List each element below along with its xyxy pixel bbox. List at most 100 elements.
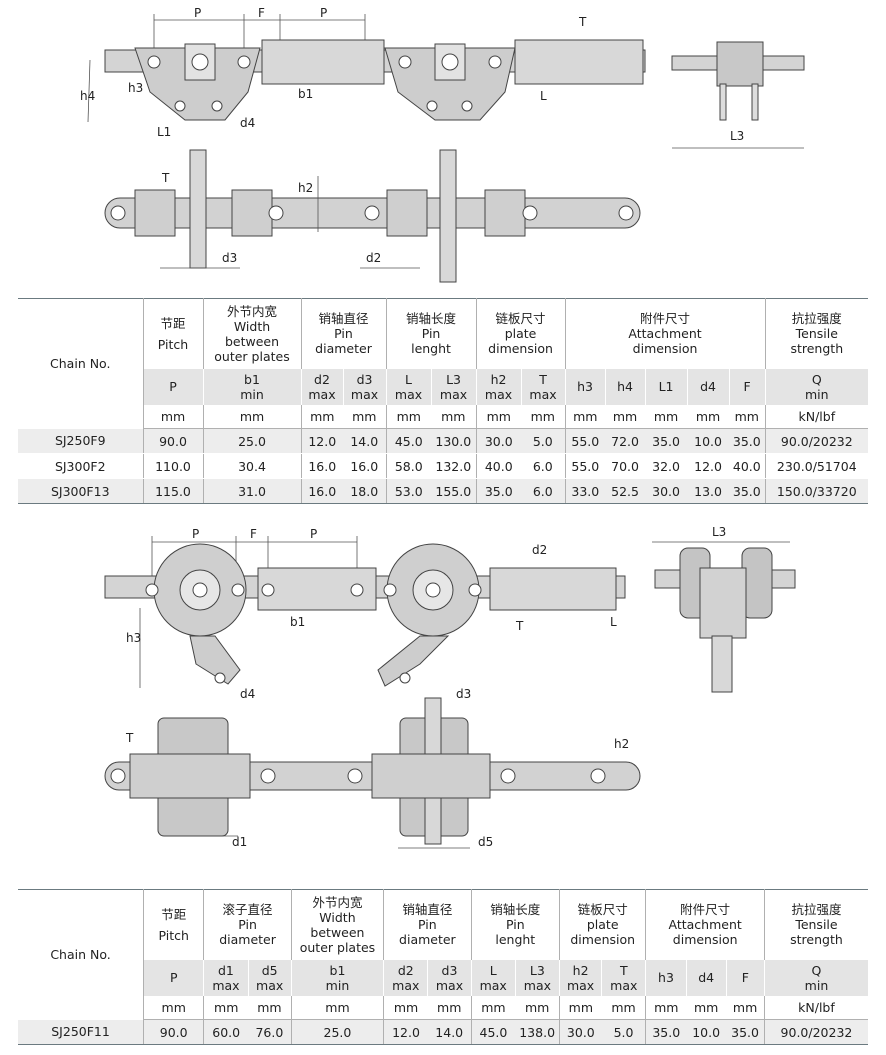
dim-label-p2: P <box>310 527 317 541</box>
table-cell: 16.0 <box>343 453 387 479</box>
table-cell: 35.0 <box>726 1019 765 1045</box>
table-cell: 30.4 <box>202 453 301 479</box>
table-cell: 132.0 <box>431 453 477 479</box>
unit-cell: mm <box>143 995 204 1020</box>
dim-label-d4: d4 <box>240 116 255 130</box>
dim-label-h3: h3 <box>126 631 141 645</box>
dim-label-h2: h2 <box>298 181 313 195</box>
unit-cell: mm <box>564 404 606 429</box>
table-cell: 14.0 <box>343 428 387 454</box>
dim-label-p2: P <box>320 6 327 20</box>
table-cell: 31.0 <box>202 478 301 504</box>
unit-cell: mm <box>343 404 387 429</box>
dim-label-h3: h3 <box>128 81 143 95</box>
symbol-cell: h3 <box>564 368 606 405</box>
table-cell: 12.0 <box>300 428 343 454</box>
table-units-row: mm mm mm mm mm mm mm mm mm mm mm mm mm k… <box>18 404 869 429</box>
dim-label-d1: d1 <box>232 835 247 849</box>
dim-label-h2: h2 <box>614 737 629 751</box>
table-cell: 138.0 <box>515 1019 560 1045</box>
dim-label-d2: d2 <box>532 543 547 557</box>
dim-label-f: F <box>250 527 257 541</box>
unit-cell: mm <box>142 404 203 429</box>
table-cell: 52.5 <box>605 478 646 504</box>
dim-label-l3: L3 <box>730 129 744 143</box>
symbol-cell: d4 <box>686 368 730 405</box>
table-cell: 6.0 <box>521 478 566 504</box>
table-cell: 35.0 <box>475 478 522 504</box>
unit-cell: mm <box>521 404 566 429</box>
chain-drawing-roller-type: P F P d2 L3 b1 h3 T L d4 d3 h2 T d1 d5 <box>104 525 796 849</box>
table-cell: 35.0 <box>645 428 688 454</box>
dim-label-l: L <box>540 89 547 103</box>
dim-label-f: F <box>258 6 265 20</box>
table-cell: 90.0 <box>142 428 203 454</box>
table-cell: 72.0 <box>605 428 646 454</box>
dim-label-t: T <box>578 15 587 29</box>
table-cell: 12.0 <box>687 453 730 479</box>
dim-label-t2: T <box>125 731 134 745</box>
table-cell: 16.0 <box>300 478 343 504</box>
table-cell: 5.0 <box>521 428 566 454</box>
unit-cell: mm <box>431 404 477 429</box>
table-cell: SJ300F13 <box>18 478 143 504</box>
table-cell: 150.0/33720 <box>764 478 869 504</box>
symbol-cell: F <box>725 959 765 996</box>
unit-cell: mm <box>645 995 687 1020</box>
table-cell: 16.0 <box>300 453 343 479</box>
unit-cell: mm <box>726 995 765 1020</box>
unit-cell: mm <box>385 404 432 429</box>
table-cell: 130.0 <box>431 428 477 454</box>
table-cell: 55.0 <box>564 428 606 454</box>
unit-cell: mm <box>248 995 292 1020</box>
table-cell: 33.0 <box>564 478 606 504</box>
table-cell: 13.0 <box>687 478 730 504</box>
chain-drawing-f-type: P F P T h4 h3 b1 L1 d4 L L3 T h2 d3 d2 <box>80 6 805 283</box>
table-cell: 155.0 <box>431 478 477 504</box>
table-cell: SJ250F11 <box>18 1019 144 1045</box>
unit-cell: mm <box>645 404 688 429</box>
table-cell: 60.0 <box>203 1019 249 1045</box>
dim-label-l3: L3 <box>712 525 726 539</box>
table-cell: 14.0 <box>427 1019 472 1045</box>
unit-cell: mm <box>203 995 249 1020</box>
unit-cell: kN/lbf <box>763 995 868 1020</box>
table-cell: 35.0 <box>645 1019 687 1045</box>
table-cell: 6.0 <box>521 453 566 479</box>
unit-cell: mm <box>558 995 602 1020</box>
unit-cell: mm <box>383 995 428 1020</box>
table-cell: 10.0 <box>687 428 730 454</box>
dim-label-d3: d3 <box>222 251 237 265</box>
unit-cell: mm <box>470 995 516 1020</box>
table-cell: 76.0 <box>248 1019 292 1045</box>
dim-label-d4: d4 <box>240 687 255 701</box>
dim-label-p: P <box>194 6 201 20</box>
table-cell: 53.0 <box>385 478 432 504</box>
table-cell: SJ300F2 <box>18 453 143 479</box>
dim-label-t: T <box>515 619 524 633</box>
symbol-cell: L1 <box>644 368 688 405</box>
table-cell: 30.0 <box>475 428 522 454</box>
